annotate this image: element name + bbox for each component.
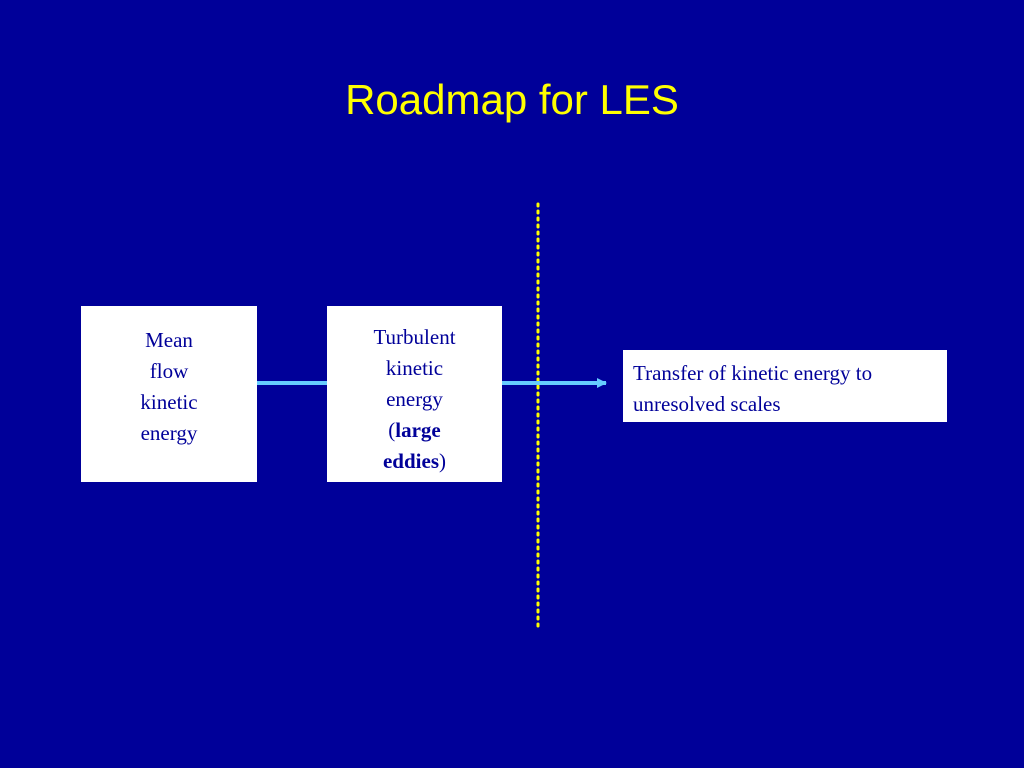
mean-flow-energy-box: Mean flow kinetic energy <box>81 306 257 482</box>
large-text: large <box>395 418 441 442</box>
large-eddies-line: (large <box>327 415 502 446</box>
slide-title: Roadmap for LES <box>345 76 679 123</box>
turbulent-line: energy <box>386 387 443 411</box>
transfer-text: Transfer of kinetic energy to unresolved… <box>633 361 873 416</box>
mean-flow-line: energy <box>140 421 198 445</box>
turbulent-line: kinetic <box>385 356 444 380</box>
transfer-box: Transfer of kinetic energy to unresolved… <box>623 350 947 422</box>
mean-flow-line: flow <box>149 359 189 383</box>
turbulent-energy-box: Turbulent kinetic energy (large eddies) <box>327 306 502 482</box>
eddies-line: eddies) <box>327 446 502 477</box>
open-paren: ( <box>388 418 396 442</box>
mean-flow-line: kinetic <box>140 390 198 414</box>
eddies-text: eddies <box>382 449 439 473</box>
mean-flow-line: Mean <box>145 328 193 352</box>
turbulent-line: Turbulent <box>373 325 456 349</box>
close-paren: ) <box>439 449 446 473</box>
